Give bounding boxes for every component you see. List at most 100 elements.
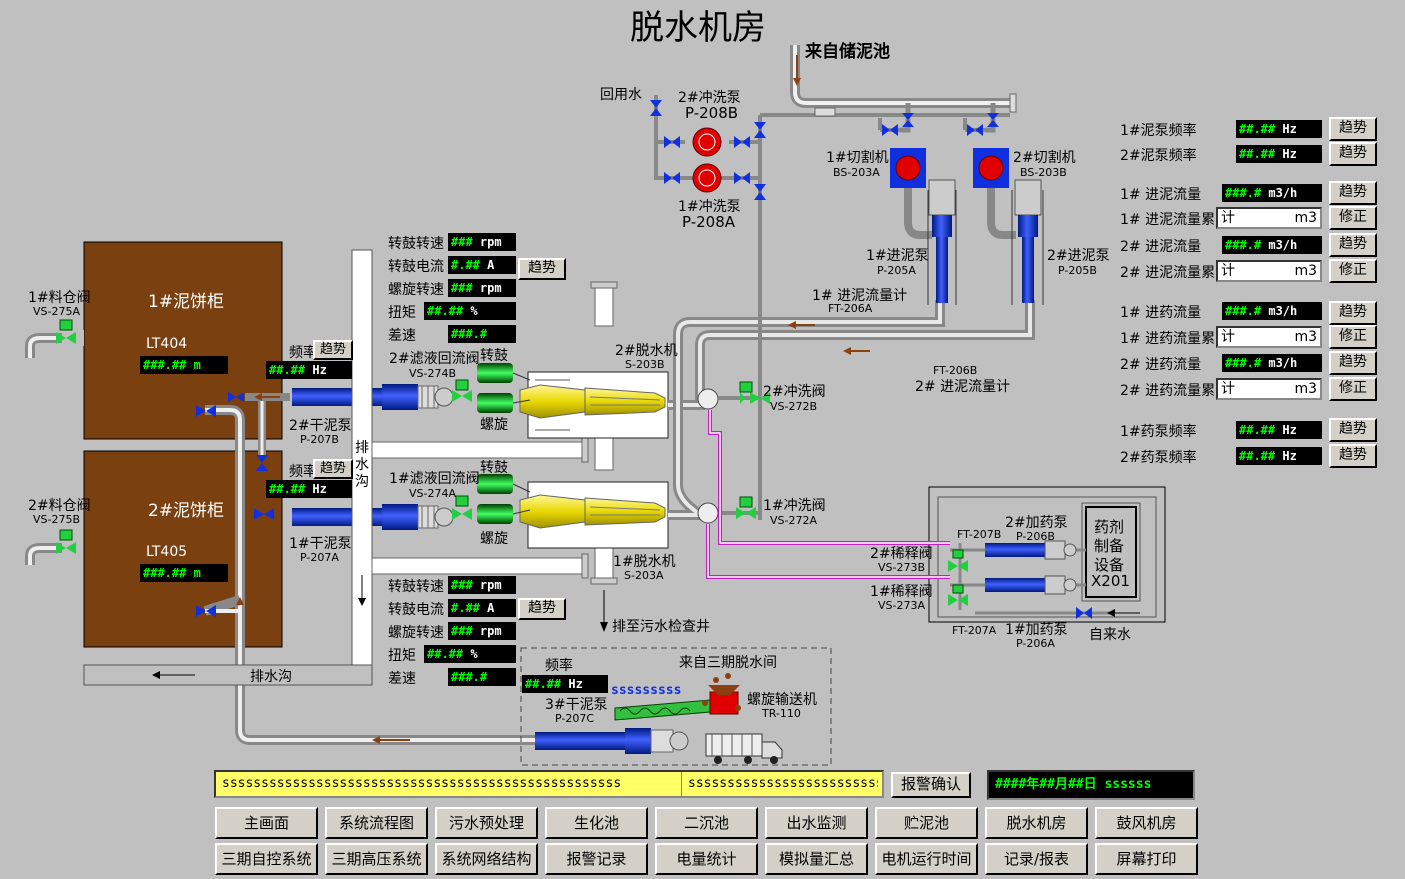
nav-button-print[interactable]: 屏幕打印	[1095, 843, 1198, 875]
dewater-2-graphic[interactable]	[519, 371, 669, 439]
flush-pump-1-tag: P-208A	[682, 213, 736, 231]
dry-pump-1-freq: ##.## Hz	[266, 480, 352, 498]
dry-pump-1-tag: P-207A	[300, 551, 339, 564]
chem-total-1-fix-button[interactable]: 修正	[1329, 325, 1377, 349]
nav-button-runtime[interactable]: 电机运行时间	[875, 843, 978, 875]
dilute-1-tag: VS-273A	[878, 599, 925, 612]
param-label: 转鼓电流	[388, 259, 444, 275]
param-label: 转鼓电流	[388, 602, 444, 618]
drum-label-2: 转鼓	[480, 348, 508, 364]
cake-tank-2	[83, 450, 283, 648]
nav-button-phase3-control[interactable]: 三期自控系统	[215, 843, 318, 875]
drain-ditch-vertical: 排水沟	[355, 440, 369, 490]
right-label: 2# 进泥流量累	[1120, 265, 1216, 281]
filtrate-2-tag: VS-274B	[409, 367, 457, 380]
nav-button-blower[interactable]: 鼓风机房	[1095, 807, 1198, 839]
recycle-water-label: 回用水	[600, 87, 642, 103]
flush-valve-2-name: 2#冲洗阀	[763, 384, 826, 400]
flowmeter-1-name: 1# 进泥流量计	[812, 288, 908, 304]
nav-button-effluent[interactable]: 出水监测	[765, 807, 868, 839]
flush-line-valves[interactable]	[650, 100, 766, 519]
flowmeter-2-tag: FT-206B	[933, 364, 978, 377]
sludge-total-2-fix-button[interactable]: 修正	[1329, 259, 1377, 283]
flush-pump-1-name: 1#冲洗泵	[678, 199, 741, 215]
nav-button-network[interactable]: 系统网络结构	[435, 843, 538, 875]
feed-pumps[interactable]	[927, 179, 1044, 305]
dilute-1-name: 1#稀释阀	[870, 584, 933, 600]
feed-pump-2-name: 2#进泥泵	[1047, 248, 1110, 264]
sludge-flow-1-trend-button[interactable]: 趋势	[1329, 181, 1377, 205]
dry-pump-2-trend-button[interactable]: 趋势	[313, 340, 353, 360]
right-label: 1# 进药流量	[1120, 305, 1202, 321]
drum-current-1-trend-button[interactable]: 趋势	[518, 598, 566, 620]
chem-pump-1-trend-button[interactable]: 趋势	[1329, 418, 1377, 442]
cake-tank-1	[83, 241, 283, 440]
dry-pump-2-tag: P-207B	[300, 433, 339, 446]
cutter-1-name: 1#切割机	[826, 150, 889, 166]
silo-valve-1-icon[interactable]	[56, 332, 66, 344]
param-label: 差速	[388, 671, 416, 687]
datetime-display: ####年##月##日 ssssss	[987, 770, 1195, 800]
dry-pump-2-freq: ##.## Hz	[266, 361, 352, 379]
nav-button-main[interactable]: 主画面	[215, 807, 318, 839]
nav-button-sludge-store[interactable]: 贮泥池	[875, 807, 978, 839]
nav-button-clarifier[interactable]: 二沉池	[655, 807, 758, 839]
dewater-1-name: 1#脱水机	[613, 554, 676, 570]
dilute-2-tag: VS-273B	[878, 561, 926, 574]
chem-flow-2-trend-button[interactable]: 趋势	[1329, 351, 1377, 375]
nav-button-bio[interactable]: 生化池	[545, 807, 648, 839]
freq-label-2: 频率	[289, 345, 317, 361]
truck-icon	[705, 733, 783, 764]
filtrate-valves[interactable]	[452, 379, 472, 520]
flowmeter-1-tag: FT-206A	[828, 302, 873, 315]
source-label: 来自储泥池	[805, 42, 890, 62]
right-label: 2# 进泥流量	[1120, 239, 1202, 255]
screw-conveyor[interactable]	[614, 673, 741, 721]
nav-button-reports[interactable]: 记录/报表	[985, 843, 1088, 875]
sludge-flow-2-trend-button[interactable]: 趋势	[1329, 233, 1377, 257]
nav-button-flow[interactable]: 系统流程图	[325, 807, 428, 839]
cutters[interactable]	[890, 148, 1009, 188]
dry-pump-1-trend-button[interactable]: 趋势	[313, 459, 353, 479]
cake-2-level-tag: LT405	[146, 544, 188, 560]
silo-valve-1-name: 1#料仓阀	[28, 290, 91, 306]
sludge-pump-2-trend-button[interactable]: 趋势	[1329, 142, 1377, 166]
alarm-message-2: ssssssssssssssssssssssssss	[688, 773, 878, 795]
flush-pumps[interactable]	[685, 124, 729, 193]
silo-valve-2-icon[interactable]	[56, 542, 66, 554]
param-label: 转鼓转速	[388, 579, 444, 595]
nav-button-energy[interactable]: 电量统计	[655, 843, 758, 875]
sludge-flow-2: ###.# m3/h	[1222, 236, 1322, 254]
drum-motors	[477, 363, 531, 524]
torque-1: ##.## %	[424, 645, 516, 663]
sludge-pump-1-trend-button[interactable]: 趋势	[1329, 117, 1377, 141]
tank-valves	[196, 392, 274, 617]
chem-total-2-fix-button[interactable]: 修正	[1329, 377, 1377, 401]
dry-pump-3-graphic[interactable]	[535, 728, 689, 754]
right-label: 2#药泵频率	[1120, 450, 1197, 466]
sludge-total-1-fix-button[interactable]: 修正	[1329, 206, 1377, 230]
conveyor-marks: sssssssss	[611, 683, 682, 698]
tap-water-label: 自来水	[1089, 627, 1131, 643]
alarm-message-box[interactable]: ssssssssssssssssssssssssssssssssssssssss…	[214, 770, 884, 798]
nav-button-analog[interactable]: 模拟量汇总	[765, 843, 868, 875]
silo-valve-2-name: 2#料仓阀	[28, 498, 91, 514]
nav-button-pretreat[interactable]: 污水预处理	[435, 807, 538, 839]
cake-1-level-tag: LT404	[146, 336, 188, 352]
silo-valve-2-tag: VS-275B	[33, 513, 81, 526]
nav-button-phase3-hv[interactable]: 三期高压系统	[325, 843, 428, 875]
alarm-confirm-button[interactable]: 报警确认	[891, 772, 971, 798]
nav-button-alarm-log[interactable]: 报警记录	[545, 843, 648, 875]
right-label: 1# 进泥流量累	[1120, 212, 1216, 228]
dewater-1-graphic[interactable]	[519, 481, 669, 549]
dosing-pumps[interactable]	[948, 540, 1140, 619]
param-label: 转鼓转速	[388, 236, 444, 252]
chem-pump-2-trend-button[interactable]: 趋势	[1329, 444, 1377, 468]
nav-button-dewater[interactable]: 脱水机房	[985, 807, 1088, 839]
drum-current-1: #.## A	[448, 599, 516, 617]
screw-speed-2: ### rpm	[448, 279, 516, 297]
filtrate-2-name: 2#滤液回流阀	[389, 351, 480, 367]
cutter-2-tag: BS-203B	[1020, 166, 1067, 179]
drum-current-2-trend-button[interactable]: 趋势	[518, 258, 566, 280]
chem-flow-1-trend-button[interactable]: 趋势	[1329, 301, 1377, 325]
